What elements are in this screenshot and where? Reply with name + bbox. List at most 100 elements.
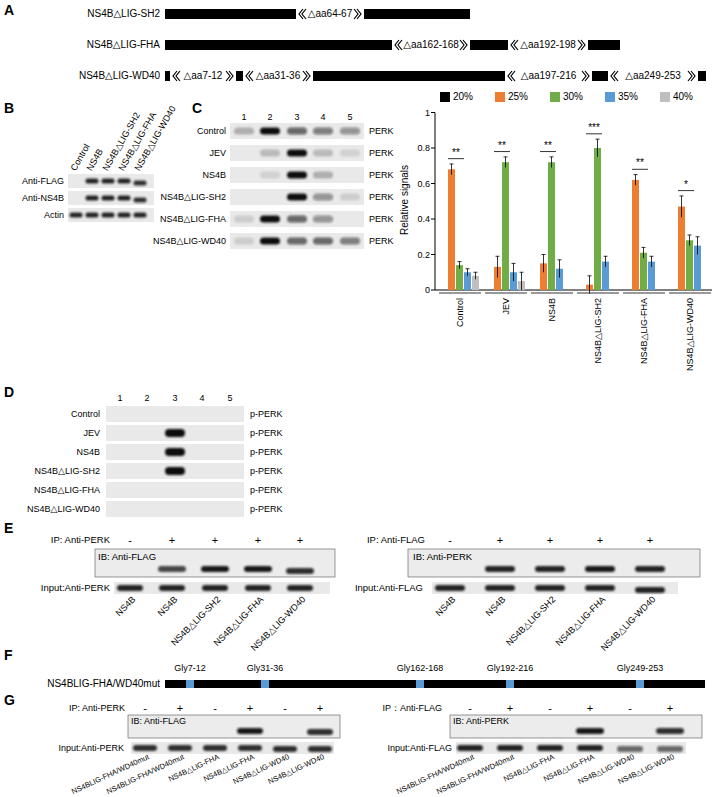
sample-label: Control bbox=[71, 409, 100, 419]
construct-name: NS4B△LIG-FHA bbox=[87, 39, 160, 51]
deletion-bracket bbox=[511, 40, 518, 50]
protein-band bbox=[273, 746, 297, 752]
mutation-site bbox=[416, 680, 424, 688]
treatment-sign: - bbox=[128, 534, 132, 547]
error-cap bbox=[558, 259, 562, 260]
protein-band bbox=[287, 216, 307, 223]
error-cap bbox=[634, 174, 638, 175]
lane-number: 2 bbox=[144, 393, 149, 403]
deletion-bracket bbox=[354, 9, 361, 19]
protein-bar bbox=[165, 40, 392, 50]
protein-band bbox=[234, 128, 254, 135]
sample-label: NS4B△LIG-WD40 bbox=[153, 236, 226, 246]
data-bar bbox=[686, 240, 693, 290]
error-bar bbox=[651, 256, 652, 267]
axis-tick-label: 0.6 bbox=[417, 178, 430, 188]
blot-membrane bbox=[106, 463, 244, 479]
error-cap bbox=[688, 234, 692, 235]
treatment-sign: - bbox=[628, 702, 632, 715]
protein-band bbox=[340, 194, 360, 201]
protein-band bbox=[70, 213, 83, 218]
protein-label: PERK bbox=[369, 214, 394, 224]
error-cap bbox=[596, 139, 600, 140]
protein-band bbox=[234, 238, 254, 245]
legend-text: 40% bbox=[673, 91, 693, 103]
blot-membrane bbox=[68, 191, 154, 205]
protein-band bbox=[134, 198, 147, 203]
error-bar bbox=[697, 237, 698, 255]
treatment-sign: - bbox=[548, 702, 552, 715]
significance-mark: ** bbox=[452, 147, 460, 159]
protein-label: PERK bbox=[369, 192, 394, 202]
group-bracket bbox=[577, 293, 619, 294]
protein-bar bbox=[165, 680, 705, 688]
input-label: Input:Anti-PERK bbox=[58, 743, 124, 753]
protein-band bbox=[165, 467, 185, 475]
axis-tick bbox=[431, 219, 435, 220]
legend-swatch bbox=[495, 92, 505, 102]
category-label: NS4B△LIG-WD40 bbox=[685, 298, 695, 371]
category-label: NS4B bbox=[547, 298, 557, 322]
axis-tick-label: 0 bbox=[425, 285, 430, 295]
blot-membrane bbox=[432, 582, 678, 594]
blot-membrane bbox=[230, 211, 364, 227]
mutation-label: Gly7-12 bbox=[174, 663, 206, 673]
protein-band bbox=[635, 587, 665, 593]
protein-band bbox=[287, 238, 307, 245]
data-bar bbox=[456, 265, 463, 290]
protein-band bbox=[286, 568, 314, 574]
deletion-bracket bbox=[303, 71, 310, 81]
ip-label: IP：Anti-FLAG bbox=[382, 703, 442, 713]
protein-band bbox=[201, 566, 229, 572]
error-cap bbox=[450, 163, 454, 164]
treatment-sign: + bbox=[169, 534, 175, 547]
legend-swatch bbox=[440, 92, 450, 102]
blot-membrane bbox=[230, 167, 364, 183]
error-cap bbox=[680, 195, 684, 196]
deletion-bracket bbox=[173, 71, 180, 81]
protein-band bbox=[535, 566, 565, 572]
sample-label: Control bbox=[197, 126, 226, 136]
protein-band bbox=[260, 150, 280, 157]
protein-band bbox=[313, 150, 333, 157]
protein-band bbox=[102, 213, 115, 218]
protein-band bbox=[158, 566, 186, 572]
protein-label: PERK bbox=[369, 126, 394, 136]
protein-band bbox=[287, 150, 307, 157]
deletion-bracket bbox=[578, 40, 585, 50]
blot-membrane bbox=[230, 145, 364, 161]
sample-label: NS4B△LIG-WD40 bbox=[27, 504, 100, 514]
protein-band bbox=[313, 128, 333, 135]
construct-name: NS4B△LIG-WD40 bbox=[79, 70, 160, 82]
group-bracket bbox=[669, 293, 711, 294]
treatment-sign: - bbox=[213, 702, 217, 715]
protein-band bbox=[102, 196, 115, 201]
treatment-sign: + bbox=[597, 534, 603, 547]
error-bar bbox=[513, 263, 514, 281]
protein-label: p-PERK bbox=[250, 485, 283, 495]
treatment-sign: + bbox=[297, 534, 303, 547]
error-bar bbox=[643, 247, 644, 258]
ib-label: IB: Anti-PERK bbox=[453, 716, 509, 726]
group-bracket bbox=[485, 293, 527, 294]
mutation-label: Gly162-168 bbox=[397, 663, 444, 673]
blot-membrane bbox=[230, 189, 364, 205]
protein-band bbox=[585, 566, 615, 572]
treatment-sign: - bbox=[448, 534, 452, 547]
blot-membrane bbox=[408, 549, 700, 577]
protein-bar bbox=[165, 71, 170, 81]
blot-membrane bbox=[106, 425, 244, 441]
axis-tick bbox=[431, 254, 435, 255]
data-bar bbox=[548, 162, 555, 290]
protein-label: p-PERK bbox=[250, 466, 283, 476]
group-bracket bbox=[439, 293, 481, 294]
treatment-sign: + bbox=[212, 534, 218, 547]
protein-label: p-PERK bbox=[250, 428, 283, 438]
treatment-sign: + bbox=[255, 534, 261, 547]
protein-band bbox=[86, 196, 99, 201]
panel-letter: D bbox=[4, 384, 14, 400]
blot-membrane bbox=[106, 501, 244, 517]
axis-tick bbox=[431, 183, 435, 184]
input-label: Input:Anti-FLAG bbox=[355, 583, 423, 594]
